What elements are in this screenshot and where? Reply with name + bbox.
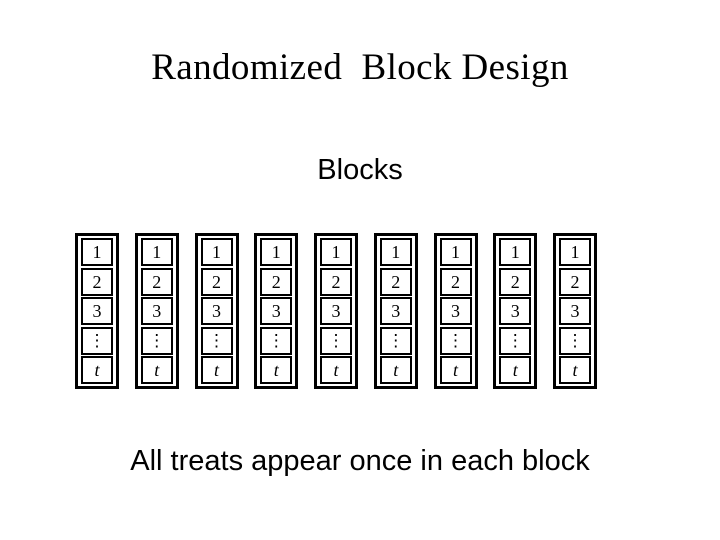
block-column: 1 2 3 ⋮ t bbox=[493, 233, 538, 389]
block-cell-treatment: 1 bbox=[260, 238, 293, 266]
block-cell-treatment: 3 bbox=[320, 297, 352, 325]
block-cell-treatment: 3 bbox=[200, 297, 233, 325]
block-cell-treatment: 3 bbox=[260, 297, 293, 325]
block-cell-treatment: 2 bbox=[81, 267, 113, 296]
block-cell-treatment-t: t bbox=[260, 356, 293, 384]
blocks-diagram: 1 2 3 ⋮ t 1 2 3 ⋮ t 1 2 3 ⋮ t 1 2 3 ⋮ t bbox=[75, 233, 597, 389]
block-cell-treatment-t: t bbox=[81, 356, 113, 384]
block-cell-ellipsis: ⋮ bbox=[379, 326, 412, 355]
blocks-heading: Blocks bbox=[317, 154, 403, 186]
block-cell-treatment-t: t bbox=[140, 356, 173, 384]
block-column: 1 2 3 ⋮ t bbox=[553, 233, 597, 389]
block-cell-ellipsis: ⋮ bbox=[439, 326, 472, 355]
block-cell-treatment: 1 bbox=[320, 238, 352, 266]
block-cell-ellipsis: ⋮ bbox=[320, 326, 352, 355]
block-cell-treatment: 2 bbox=[439, 267, 472, 296]
block-cell-treatment: 2 bbox=[200, 267, 233, 296]
block-cell-treatment: 3 bbox=[439, 297, 472, 325]
block-cell-treatment: 2 bbox=[499, 267, 532, 296]
block-cell-treatment: 1 bbox=[200, 238, 233, 266]
block-cell-treatment-t: t bbox=[559, 356, 591, 384]
block-cell-treatment: 3 bbox=[499, 297, 532, 325]
block-cell-treatment: 3 bbox=[379, 297, 412, 325]
block-cell-treatment-t: t bbox=[499, 356, 532, 384]
block-cell-treatment-t: t bbox=[439, 356, 472, 384]
page-title: Randomized Block Design bbox=[151, 47, 569, 88]
block-cell-treatment: 2 bbox=[379, 267, 412, 296]
block-column: 1 2 3 ⋮ t bbox=[75, 233, 119, 389]
block-cell-treatment: 1 bbox=[140, 238, 173, 266]
block-cell-treatment: 2 bbox=[140, 267, 173, 296]
block-cell-ellipsis: ⋮ bbox=[499, 326, 532, 355]
block-cell-treatment: 2 bbox=[559, 267, 591, 296]
block-cell-treatment: 1 bbox=[559, 238, 591, 266]
block-cell-ellipsis: ⋮ bbox=[81, 326, 113, 355]
block-cell-treatment: 1 bbox=[439, 238, 472, 266]
block-cell-treatment: 2 bbox=[260, 267, 293, 296]
block-cell-treatment: 2 bbox=[320, 267, 352, 296]
block-cell-treatment: 3 bbox=[81, 297, 113, 325]
block-column: 1 2 3 ⋮ t bbox=[373, 233, 418, 389]
block-cell-treatment: 1 bbox=[379, 238, 412, 266]
block-cell-treatment: 3 bbox=[559, 297, 591, 325]
block-cell-treatment: 1 bbox=[499, 238, 532, 266]
block-cell-treatment-t: t bbox=[200, 356, 233, 384]
block-cell-ellipsis: ⋮ bbox=[200, 326, 233, 355]
block-cell-ellipsis: ⋮ bbox=[260, 326, 293, 355]
caption-text: All treats appear once in each block bbox=[130, 445, 590, 477]
block-column: 1 2 3 ⋮ t bbox=[254, 233, 299, 389]
block-cell-ellipsis: ⋮ bbox=[140, 326, 173, 355]
block-column: 1 2 3 ⋮ t bbox=[194, 233, 239, 389]
block-cell-treatment-t: t bbox=[320, 356, 352, 384]
block-cell-treatment: 3 bbox=[140, 297, 173, 325]
block-column: 1 2 3 ⋮ t bbox=[314, 233, 358, 389]
block-column: 1 2 3 ⋮ t bbox=[433, 233, 478, 389]
block-cell-treatment-t: t bbox=[379, 356, 412, 384]
block-cell-treatment: 1 bbox=[81, 238, 113, 266]
block-cell-ellipsis: ⋮ bbox=[559, 326, 591, 355]
block-column: 1 2 3 ⋮ t bbox=[134, 233, 179, 389]
